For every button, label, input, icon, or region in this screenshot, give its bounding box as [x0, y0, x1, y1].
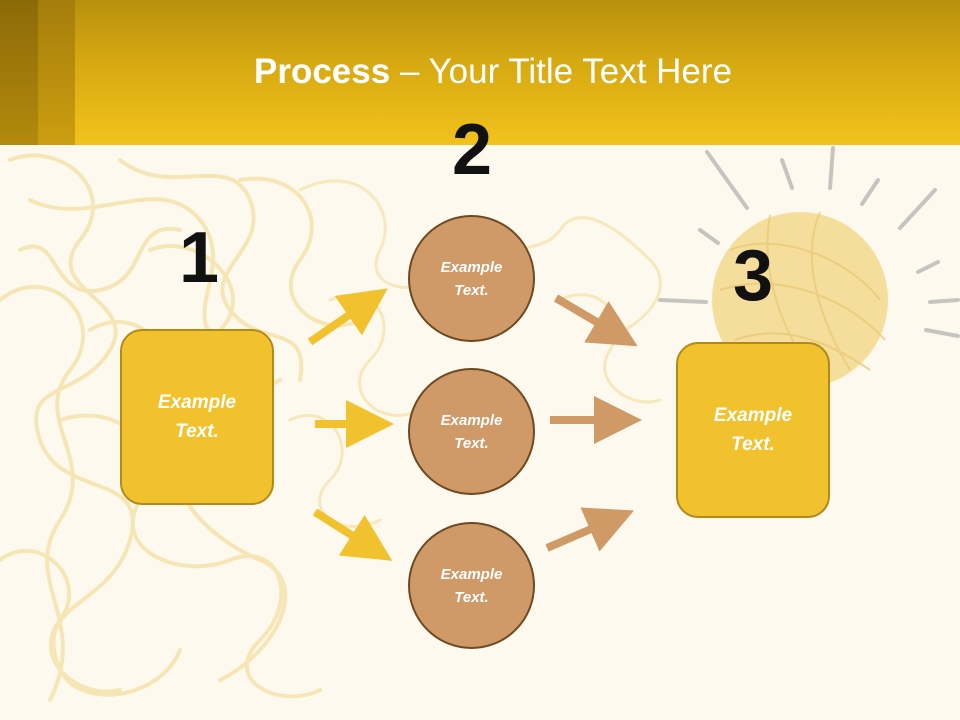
arrow-top-circle-to-3	[553, 294, 638, 347]
header-accent-stripe-secondary	[38, 0, 75, 145]
step-1-box: Example Text.	[120, 329, 274, 505]
step-number-1: 1	[178, 218, 220, 298]
circle-bottom-text: Example Text.	[440, 565, 503, 606]
arrow-1-to-top-circle	[307, 288, 388, 346]
slide-title: Process – Your Title Text Here	[0, 52, 960, 92]
arrow-1-to-bottom-circle	[312, 508, 393, 561]
step-3-box: Example Text.	[676, 342, 830, 518]
header-band	[0, 0, 960, 145]
header-accent-stripe	[0, 0, 38, 145]
title-bold-part: Process	[254, 52, 391, 91]
step-number-3: 3	[732, 236, 774, 316]
step-3-box-text: Example Text.	[713, 405, 793, 455]
step-2-circle-middle: Example Text.	[408, 368, 535, 495]
circle-top-text: Example Text.	[440, 258, 503, 299]
title-regular-part: – Your Title Text Here	[390, 52, 732, 91]
step-2-circle-bottom: Example Text.	[408, 522, 535, 649]
circle-middle-text: Example Text.	[440, 411, 503, 452]
step-number-2: 2	[451, 110, 493, 190]
step-1-box-text: Example Text.	[157, 392, 237, 442]
arrow-bottom-circle-to-3	[545, 507, 635, 552]
step-2-circle-top: Example Text.	[408, 215, 535, 342]
